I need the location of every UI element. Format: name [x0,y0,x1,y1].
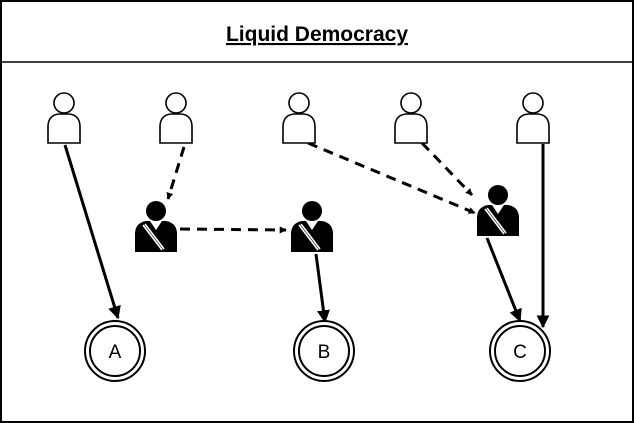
option-b-inner-ring [298,325,350,377]
edges [63,141,550,329]
edge-voter-4-to-delegate-3 [420,141,474,197]
edge-delegate-1-to-delegate-2 [179,226,287,234]
edge-voter-1-to-option-a [63,144,121,320]
edge-delegate-3-to-option-c [485,237,522,323]
option-c-inner-ring [494,325,546,377]
edge-voter-3-to-delegate-3 [307,141,476,215]
diagram-title: Liquid Democracy [226,23,408,46]
option-a: A [84,320,146,382]
edge-delegate-2-to-option-b [314,253,330,324]
option-c: C [489,320,551,382]
edge-voter-2-to-delegate-1 [166,146,186,200]
option-b: B [293,320,355,382]
option-c-label: C [513,342,527,363]
option-b-label: B [318,342,331,363]
option-a-label: A [109,342,122,363]
option-a-inner-ring [89,325,141,377]
